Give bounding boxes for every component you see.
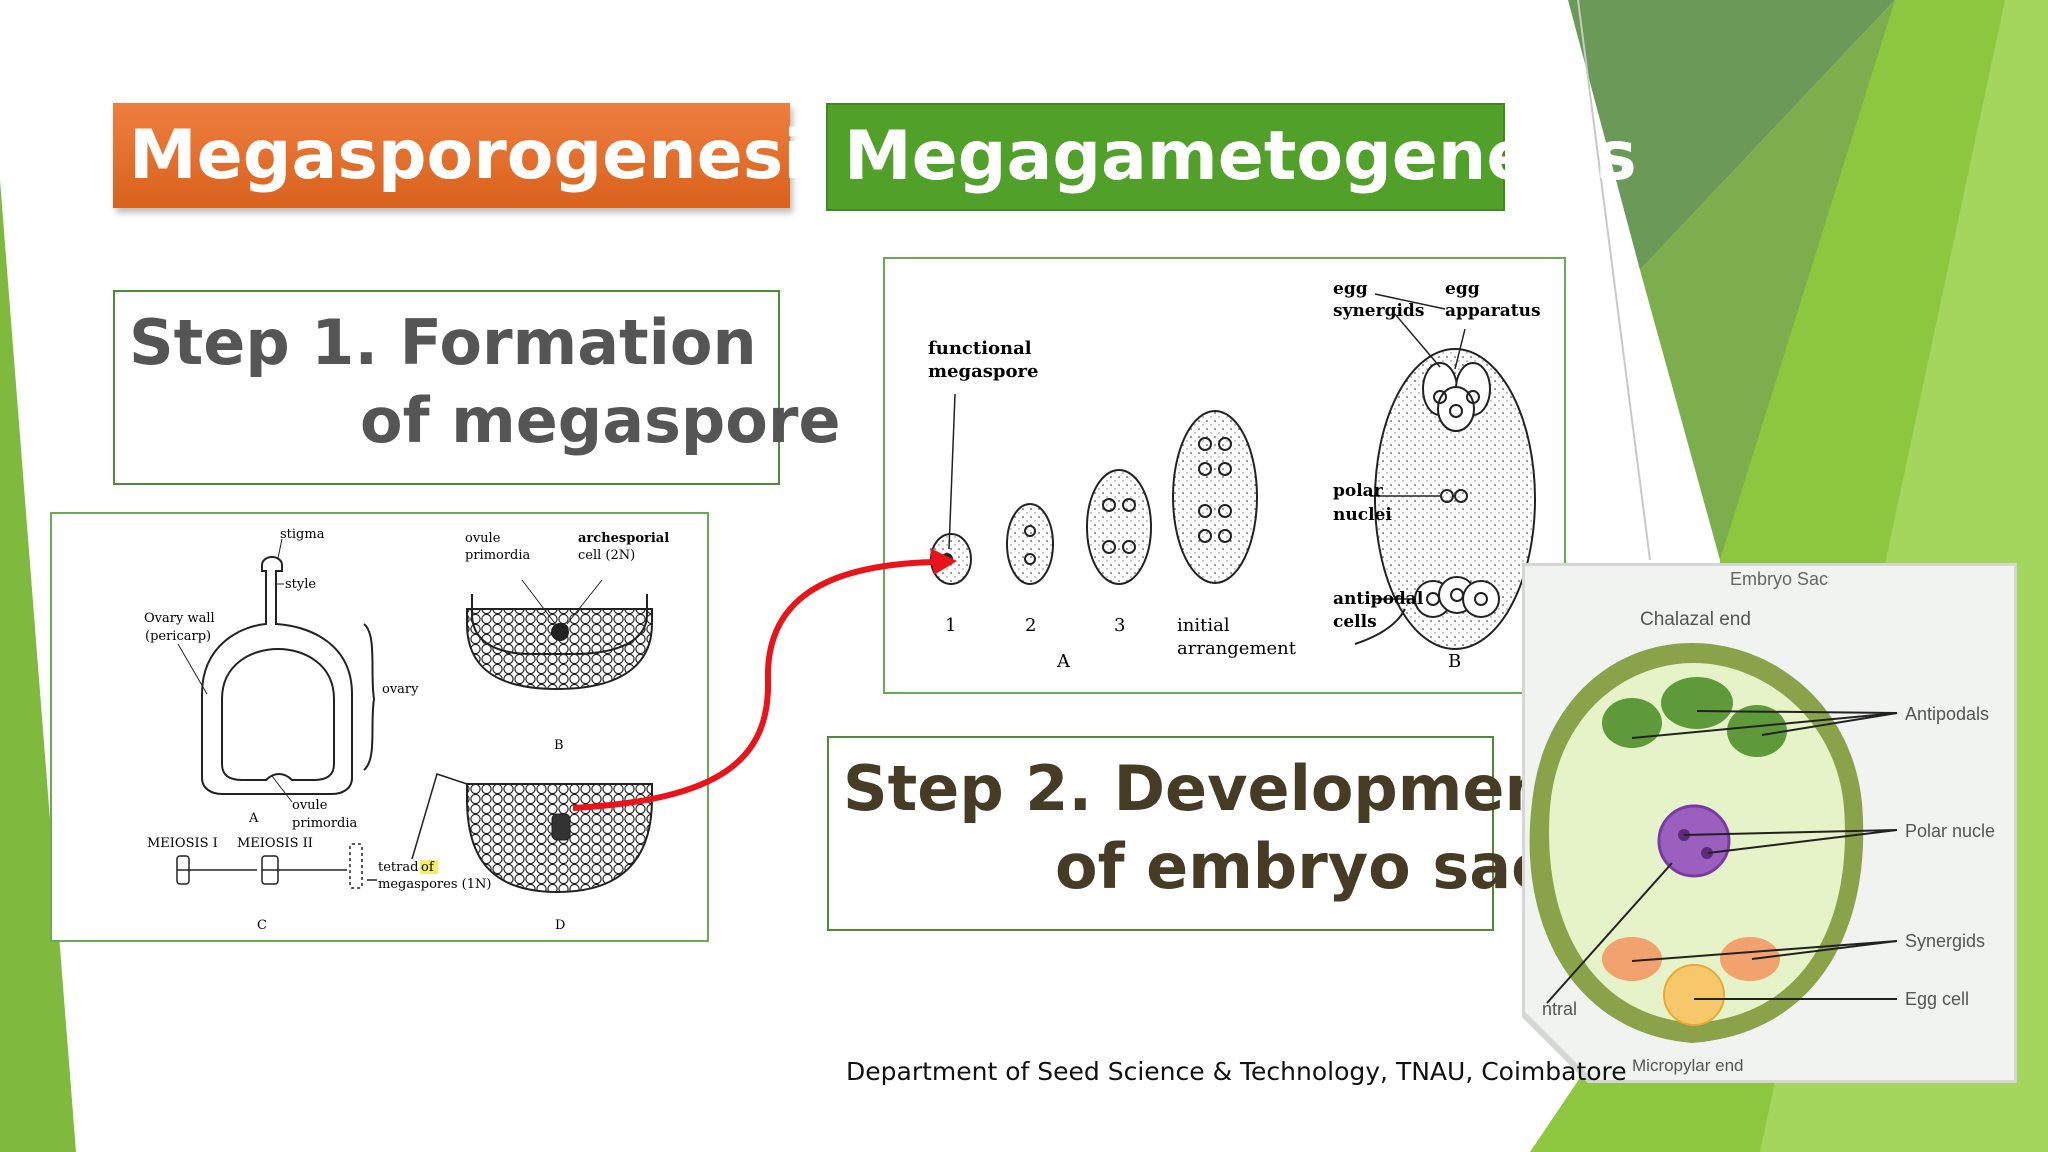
synergid-right (1720, 937, 1780, 981)
arrangement-label: arrangement (1177, 638, 1297, 659)
step1-line1: Step 1. Formation (129, 306, 757, 379)
functional-megaspore-stages (930, 410, 1258, 585)
step1-box: Step 1. Formation of megaspore (113, 290, 841, 485)
embryo-sac-diagram: Embryo Sac Chalazal end (1519, 560, 2020, 1086)
apparatus-pointer (1454, 328, 1466, 370)
pericarp-label: (pericarp) (145, 629, 211, 644)
megagametogenesis-figure: functional megaspore 1 2 3 initial arran… (883, 257, 1566, 694)
ovule-b-label: ovule (465, 531, 501, 546)
footer-credit: Department of Seed Science & Technology,… (846, 1057, 1627, 1086)
label-a: A (248, 811, 259, 826)
stage-1: 1 (945, 615, 956, 636)
egg-label: egg (1333, 279, 1368, 299)
ovary-wall-label: Ovary wall (144, 611, 215, 626)
step2-line2: of embryo sac (1055, 830, 1548, 903)
step2-line1: Step 2. Development (843, 752, 1579, 825)
antipodal-cell-2 (1661, 677, 1733, 729)
functional-pointer (948, 393, 956, 550)
egg-cell (1663, 964, 1725, 1026)
primordia-label: primordia (292, 816, 358, 831)
stigma-pointer (277, 538, 283, 559)
meiosis-drawing (176, 843, 377, 889)
functional-label: functional (928, 338, 1032, 359)
style-label: style (285, 577, 316, 592)
megaspore-label: megaspore (928, 361, 1038, 382)
tetrad-label: tetrad (378, 860, 418, 875)
embryo-sac-title: Embryo Sac (1730, 569, 1828, 589)
ovary-label: ovary (382, 682, 419, 697)
polar-nuclei-cell (1657, 804, 1731, 878)
primordia-b-label: primordia (465, 548, 531, 563)
polar-label: polar (1333, 481, 1384, 501)
ovule-pointer (271, 775, 293, 803)
stage-2: 2 (1025, 615, 1036, 636)
archesporial-label: archesporial (578, 531, 669, 546)
meiosis2-label: MEIOSIS II (237, 836, 313, 851)
cell-2n-label: cell (2N) (578, 548, 635, 563)
label-c: C (257, 918, 267, 933)
pistil-drawing (201, 556, 376, 795)
of-label: of (421, 860, 435, 875)
tetrad-ovule-drawing (411, 773, 653, 894)
label-a: A (1056, 651, 1071, 672)
chalazal-label: Chalazal end (1640, 609, 1751, 630)
bg-thin-line (1577, 0, 1651, 561)
meiosis1-label: MEIOSIS I (147, 836, 218, 851)
egg2-label: egg (1445, 279, 1480, 299)
antipodal-label: antipodal (1333, 589, 1424, 609)
step2-box: Step 2. Development of embryo sac (827, 736, 1578, 931)
polar-nucleus-2 (1701, 847, 1713, 859)
antipodal-cell-1 (1602, 698, 1662, 748)
ovule-label: ovule (292, 798, 328, 813)
megagametogenesis-diagram: functional megaspore 1 2 3 initial arran… (928, 279, 1541, 672)
bg-shape-dark-top (1568, 0, 1895, 270)
ovule-primordia-drawing (466, 579, 653, 691)
mature-embryo-sac-drawing (1354, 348, 1536, 650)
antipodals-label: Antipodals (1905, 704, 1989, 724)
antipodal-cell-3 (1727, 705, 1787, 757)
embryo-sac-leader-lines (1546, 710, 1898, 1004)
synergids-label: Synergids (1905, 931, 1985, 951)
synergids-pointer (1394, 313, 1441, 368)
megaspores-label: megaspores (1N) (378, 877, 491, 892)
of-highlight (420, 860, 438, 874)
megasporogenesis-figure: stigma style Ovary wall (pericarp) ovary… (50, 512, 709, 942)
step1-line2: of megaspore (360, 384, 841, 457)
synergid-left (1602, 937, 1662, 981)
megasporogenesis-diagram: stigma style Ovary wall (pericarp) ovary… (144, 527, 669, 933)
label-b: B (1448, 651, 1461, 672)
micropylar-label: Micropylar end (1632, 1056, 1744, 1075)
label-d: D (555, 918, 565, 933)
nuclei-label: nuclei (1333, 505, 1392, 525)
cells-label: cells (1333, 612, 1377, 632)
egg-pointer (1374, 293, 1446, 310)
central-label: ntral (1542, 999, 1577, 1019)
stage-3: 3 (1114, 615, 1125, 636)
label-b: B (554, 738, 564, 753)
initial-label: initial (1177, 615, 1230, 636)
ovary-wall-pointer (177, 643, 208, 695)
stigma-label: stigma (280, 527, 325, 542)
embryo-sac-figure: Embryo Sac Chalazal end (1519, 560, 2020, 1086)
polar-nuclei-label: Polar nucle (1905, 821, 1995, 841)
apparatus-label: apparatus (1445, 301, 1541, 321)
egg-cell-label: Egg cell (1905, 989, 1969, 1009)
megasporogenesis-header: Megasporogenesis (113, 103, 847, 208)
megagametogenesis-header: Megagametogenesis (826, 103, 1637, 211)
synergids-label: synergids (1333, 301, 1424, 321)
